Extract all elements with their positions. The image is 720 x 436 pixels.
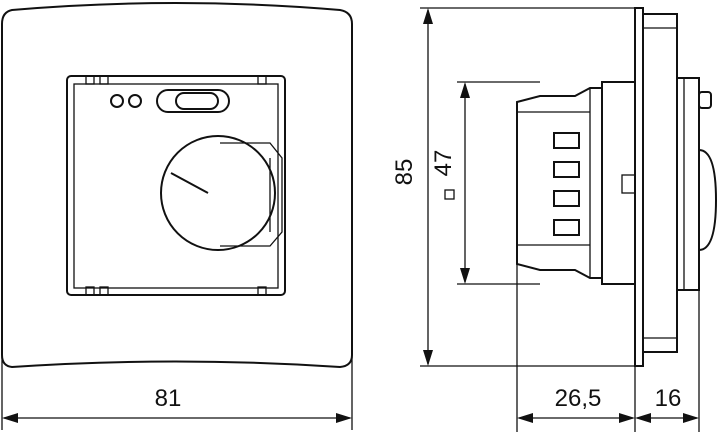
tab [99, 75, 109, 85]
tab [257, 286, 267, 296]
tab [85, 75, 95, 85]
dimension-label: 85 [391, 159, 418, 186]
knob-dome [698, 149, 718, 251]
terminal [553, 190, 580, 207]
dimension-front-width: 81 [1, 350, 353, 430]
mounting-plate [601, 81, 636, 285]
rocker-switch [175, 92, 219, 110]
knob-profile [676, 77, 700, 291]
side-view [516, 7, 718, 367]
tab [99, 286, 109, 296]
terminal [553, 219, 580, 236]
cover-plate-outline [0, 2, 353, 369]
dimension-depths: 26,5 16 [516, 264, 700, 432]
knob-recess [220, 142, 283, 247]
knob-pointer [170, 172, 209, 194]
rocker-switch-housing [156, 89, 230, 113]
dimension-label: 16 [655, 385, 682, 412]
dimension-label: 47 [430, 150, 457, 177]
knob-spindle [698, 91, 712, 109]
mounting-lug [621, 174, 636, 194]
dimension-label: 81 [155, 385, 182, 412]
led-indicator [110, 94, 124, 108]
window-frame-outer [66, 75, 286, 296]
cover-frame [634, 7, 644, 367]
terminal [553, 161, 580, 178]
dimension-height: 85 [391, 7, 635, 367]
cover-side [642, 13, 678, 353]
tab [257, 75, 267, 85]
front-view [0, 2, 353, 369]
window-frame-inner [73, 83, 279, 289]
insert-body [516, 87, 603, 279]
temperature-knob [160, 135, 276, 251]
terminal [553, 132, 580, 149]
dimension-body-square: 47 [430, 81, 540, 285]
tab [85, 286, 95, 296]
dimension-label: 26,5 [555, 385, 602, 412]
led-indicator [128, 94, 142, 108]
square-symbol [444, 189, 455, 200]
